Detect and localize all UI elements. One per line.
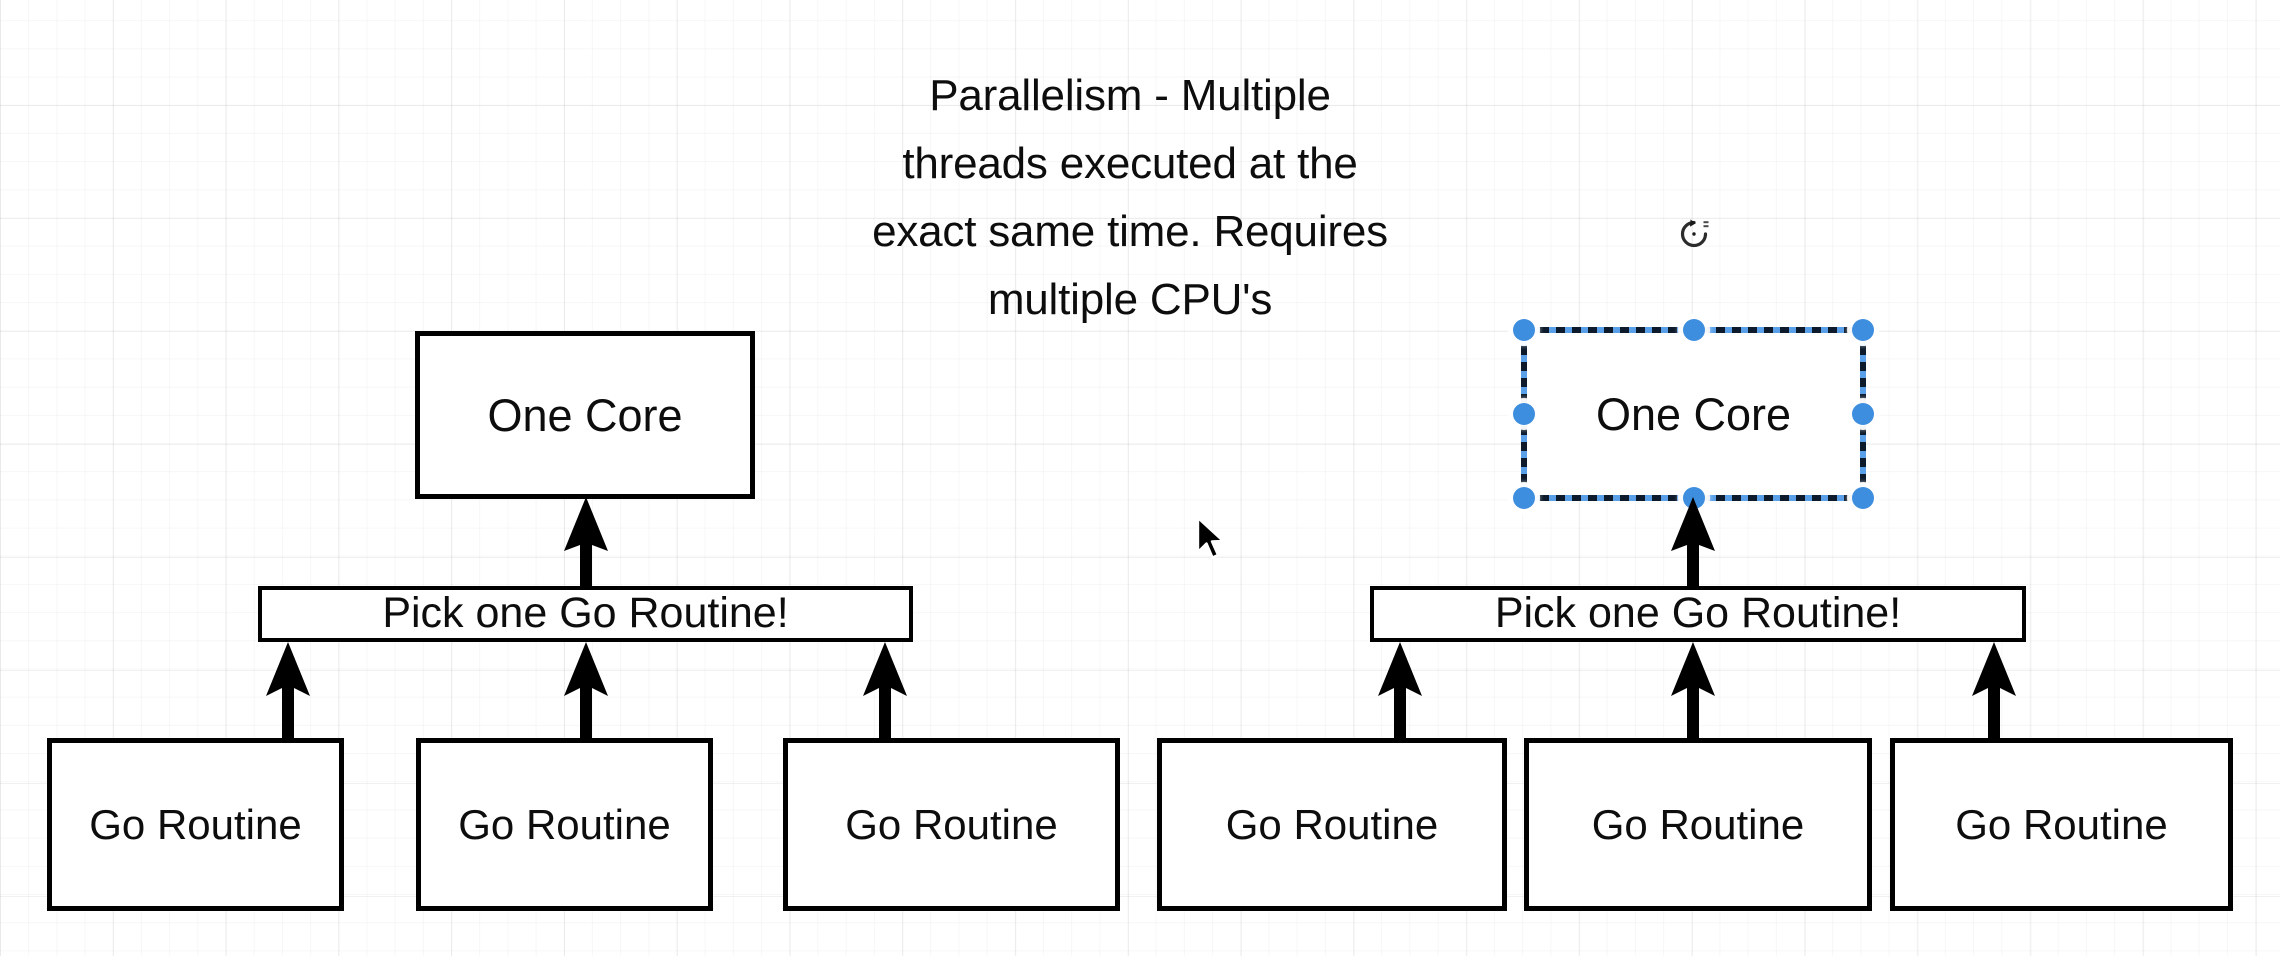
left-go-routine-box-1[interactable]: Go Routine — [47, 738, 344, 911]
right-picker-box[interactable]: Pick one Go Routine! — [1370, 586, 2026, 642]
mouse-pointer-icon — [1196, 516, 1225, 559]
left-go-routine-label-3: Go Routine — [845, 800, 1058, 848]
arrow-left-routine-1-to-picker — [266, 642, 310, 745]
right-one-core-box[interactable]: One Core — [1524, 330, 1863, 498]
right-go-routine-label-1: Go Routine — [1225, 800, 1439, 848]
rotate-icon[interactable] — [1677, 217, 1711, 251]
right-go-routine-box-1[interactable]: Go Routine — [1157, 738, 1507, 911]
left-go-routine-box-3[interactable]: Go Routine — [783, 738, 1120, 911]
arrow-right-routine-3-to-picker — [1972, 642, 2016, 745]
left-picker-box[interactable]: Pick one Go Routine! — [258, 586, 913, 642]
arrow-left-routine-2-to-picker — [564, 642, 608, 745]
left-one-core-box[interactable]: One Core — [415, 331, 755, 499]
right-one-core-label: One Core — [1595, 388, 1792, 440]
arrow-right-routine-1-to-picker — [1378, 642, 1422, 745]
left-go-routine-label-2: Go Routine — [458, 800, 671, 848]
right-go-routine-label-3: Go Routine — [1955, 800, 2168, 848]
slide-title[interactable]: Parallelism - Multiple threads executed … — [872, 71, 1388, 324]
left-go-routine-label-1: Go Routine — [89, 800, 302, 848]
right-go-routine-box-3[interactable]: Go Routine — [1890, 738, 2233, 911]
left-picker-label: Pick one Go Routine! — [382, 588, 789, 637]
arrow-right-routine-2-to-picker — [1671, 642, 1715, 745]
right-go-routine-box-2[interactable]: Go Routine — [1524, 738, 1872, 911]
right-picker-label: Pick one Go Routine! — [1494, 588, 1902, 637]
right-go-routine-label-2: Go Routine — [1591, 800, 1805, 848]
arrow-left-routine-3-to-picker — [863, 642, 907, 745]
left-go-routine-box-2[interactable]: Go Routine — [416, 738, 713, 911]
left-one-core-label: One Core — [487, 389, 683, 441]
